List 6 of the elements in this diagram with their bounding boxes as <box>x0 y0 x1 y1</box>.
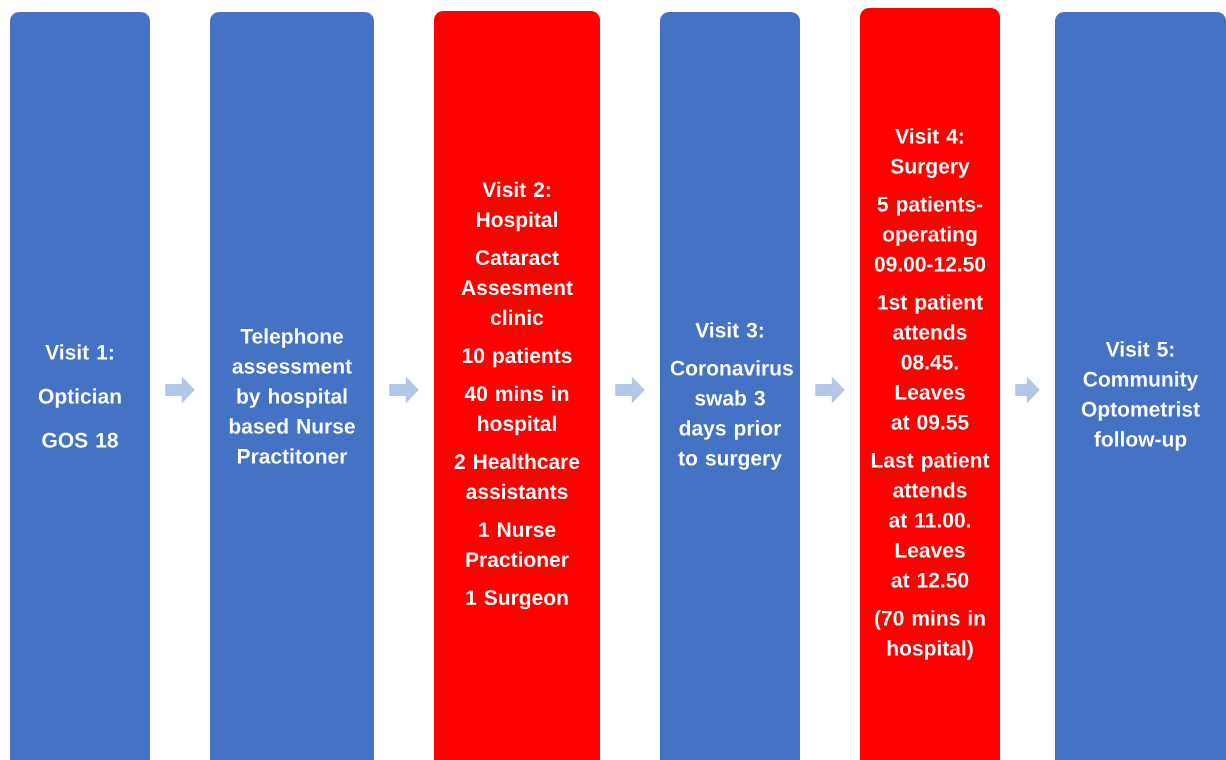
process-box: Visit 3: Coronavirus swab 3 days prior to surgery <box>660 12 800 760</box>
process-box: Telephone assessment by hospital based Nurse Practitoner <box>210 12 374 760</box>
process-box: Visit 2: Hospital Cataract Assesment clinic 10 patients 40 mins in hospital 2 Healthcare assistants 1 Nurse Practioner 1 Surgeon <box>434 11 600 760</box>
process-box: Visit 1: Optician GOS 18 <box>10 12 150 760</box>
process-box: Visit 5: Community Optometrist follow-up <box>1055 12 1226 760</box>
process-box: Visit 4: Surgery 5 patients-operating 09.00-12.50 1st patient attends 08.45. Leaves at 09.55 Last patient attends at 11.00. Leaves at 12.50 (70 mins in hospital) <box>860 8 1000 760</box>
